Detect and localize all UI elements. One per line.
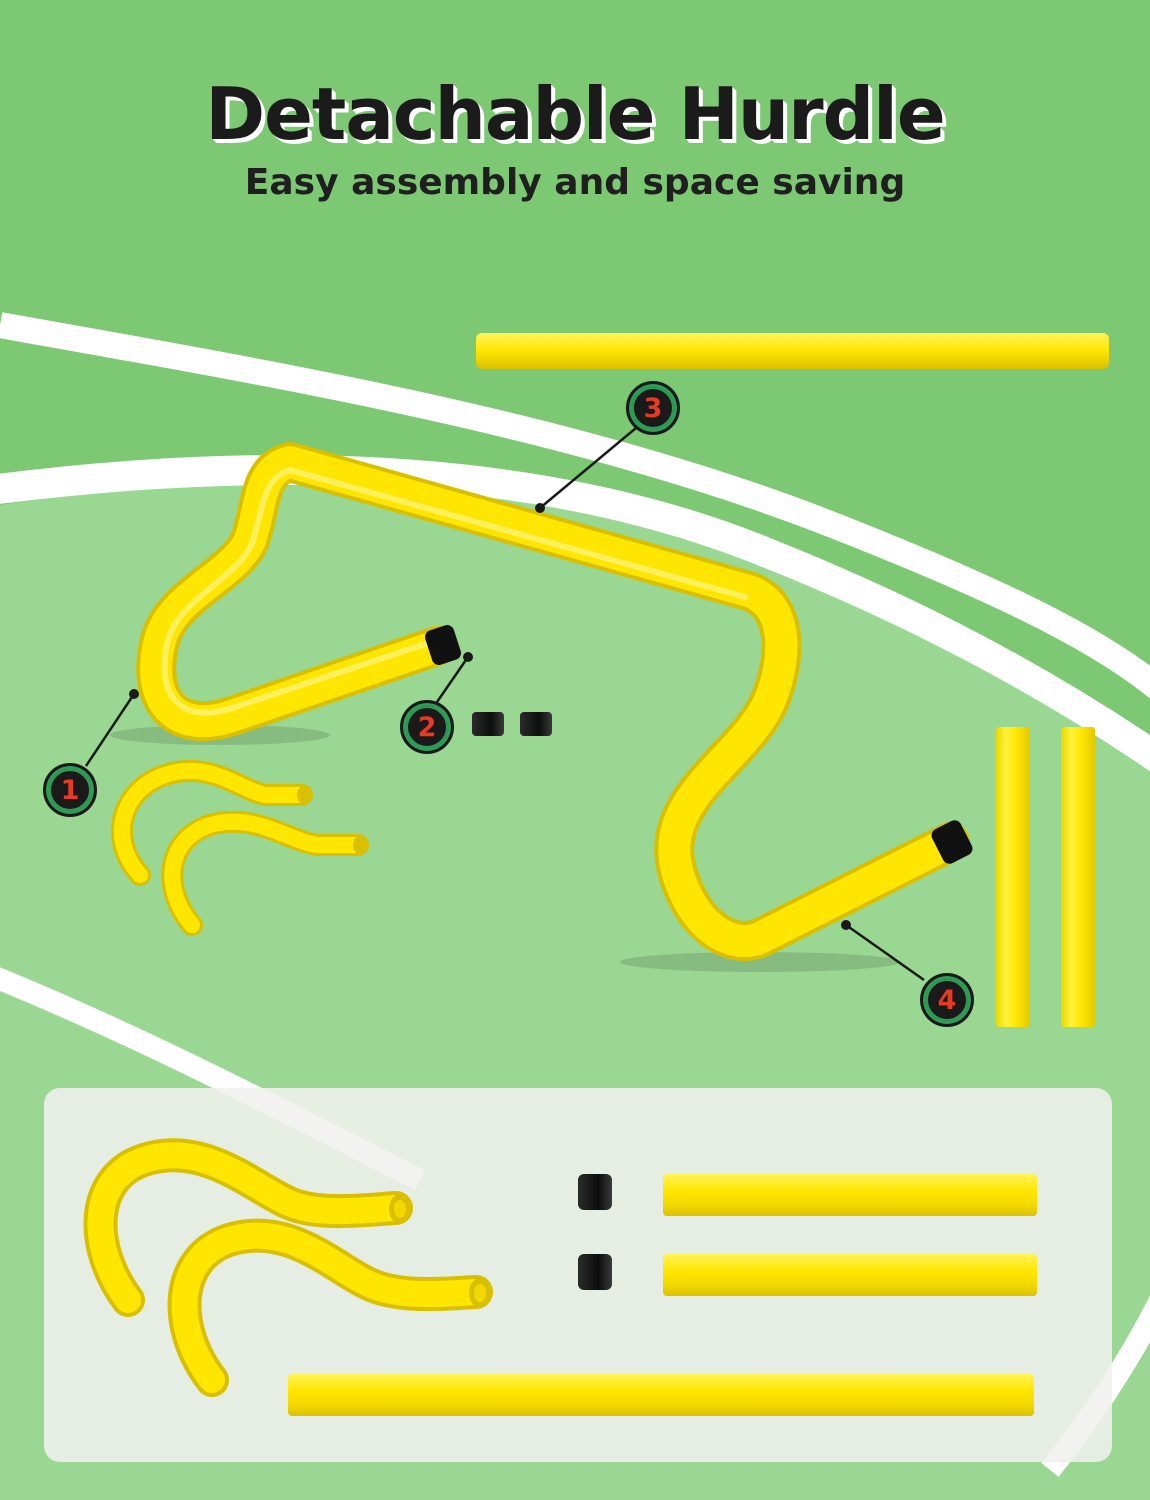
hurdle-end-cap-left — [424, 625, 462, 665]
side-pole — [996, 727, 1030, 1027]
callout-badge-2: 2 — [400, 700, 454, 754]
crossbar-pole-top — [476, 333, 1109, 369]
page-title: Detachable Hurdle — [205, 72, 945, 156]
callout-leaders — [84, 427, 925, 982]
panel-short-pole — [663, 1254, 1037, 1296]
panel-parts-drawing — [83, 1138, 493, 1397]
track-line-middle — [0, 455, 1150, 772]
panel-end-cap — [578, 1254, 612, 1290]
end-cap-part — [472, 712, 504, 736]
callout-badge-3: 3 — [626, 381, 680, 435]
panel-short-pole — [663, 1174, 1037, 1216]
callout-badge-1: 1 — [43, 763, 97, 817]
panel-end-cap — [578, 1174, 612, 1210]
disassembled-parts-panel — [44, 1088, 1112, 1462]
loose-curved-legs — [111, 759, 369, 936]
hurdle-end-cap-right — [931, 820, 973, 864]
callout-badge-4: 4 — [920, 973, 974, 1027]
assembled-hurdle — [136, 442, 970, 961]
end-cap-part — [520, 712, 552, 736]
page-subtitle: Easy assembly and space saving — [244, 162, 906, 203]
track-line-upper — [0, 312, 1150, 699]
side-pole — [1061, 727, 1095, 1027]
panel-long-pole — [288, 1374, 1034, 1416]
